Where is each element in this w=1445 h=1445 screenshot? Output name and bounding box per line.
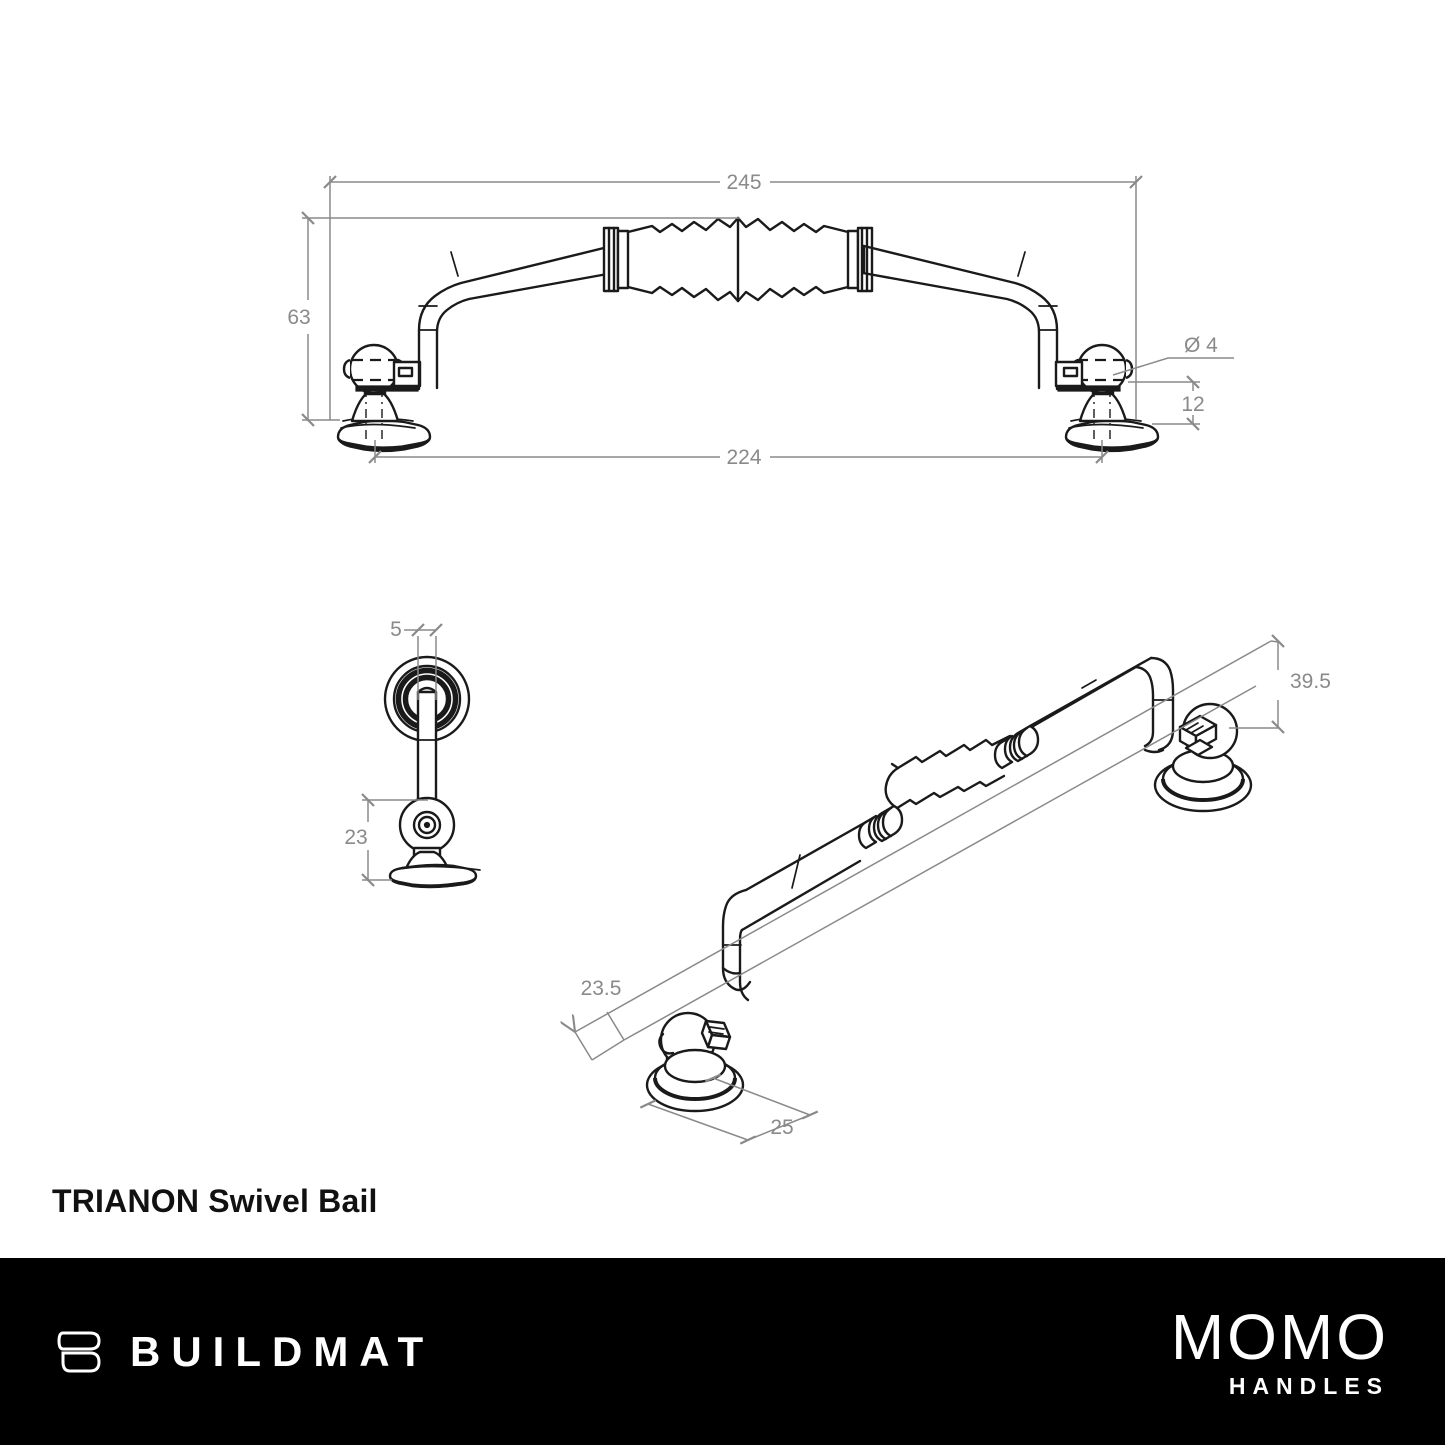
buildmat-b-logo-icon xyxy=(57,1331,101,1372)
right-taper xyxy=(736,216,874,303)
left-taper xyxy=(602,216,740,303)
isometric-geometry: 39.5 23.5 25 xyxy=(575,634,1331,1145)
dim-screw-diameter: Ø 4 xyxy=(1184,334,1218,357)
iso-barrel xyxy=(884,734,1012,812)
dim-overall-width: 245 xyxy=(726,171,761,194)
iso-left-arm xyxy=(721,820,868,1002)
iso-far-rose xyxy=(1153,702,1253,813)
iso-right-arm xyxy=(1014,656,1175,754)
iso-right-collar xyxy=(993,724,1040,770)
product-type: Swivel Bail xyxy=(199,1183,378,1219)
product-family: TRIANON xyxy=(52,1183,200,1219)
side-dimension-lines: 5 23 xyxy=(344,618,443,887)
right-arm xyxy=(861,244,1059,391)
buildmat-brand: BUILDMAT xyxy=(56,1328,434,1376)
front-dimension-lines: 245 63 224 Ø 4 xyxy=(287,171,1234,469)
dim-iso-offset: 23.5 xyxy=(581,977,622,1000)
page-title: TRIANON Swivel Bail xyxy=(52,1183,378,1220)
iso-near-rose xyxy=(645,1011,745,1113)
buildmat-wordmark: BUILDMAT xyxy=(130,1327,435,1375)
footer-bar: BUILDMAT MOMO HANDLES xyxy=(0,1258,1445,1445)
momo-subtitle: HANDLES xyxy=(1228,1373,1389,1399)
side-elevation-geometry: 5 23 xyxy=(344,618,481,889)
dim-overall-height: 63 xyxy=(287,306,310,329)
iso-left-collar xyxy=(857,804,904,850)
dim-base-height: 12 xyxy=(1181,393,1204,416)
left-arm xyxy=(417,244,615,391)
front-elevation-geometry: 245 63 224 Ø 4 xyxy=(287,171,1234,469)
iso-dimension-lines: 39.5 23.5 25 xyxy=(575,634,1331,1145)
dim-centre-to-centre: 224 xyxy=(726,446,761,469)
dim-rose-diameter: 25 xyxy=(770,1116,793,1139)
dim-projection: 23 xyxy=(344,826,367,849)
dim-stem-width: 5 xyxy=(390,618,402,641)
momo-brand: MOMO HANDLES xyxy=(1171,1305,1389,1398)
dim-iso-height: 39.5 xyxy=(1290,670,1331,693)
right-rose-assembly xyxy=(1054,343,1160,453)
left-rose-assembly xyxy=(336,343,432,453)
momo-wordmark: MOMO xyxy=(1170,1301,1389,1373)
